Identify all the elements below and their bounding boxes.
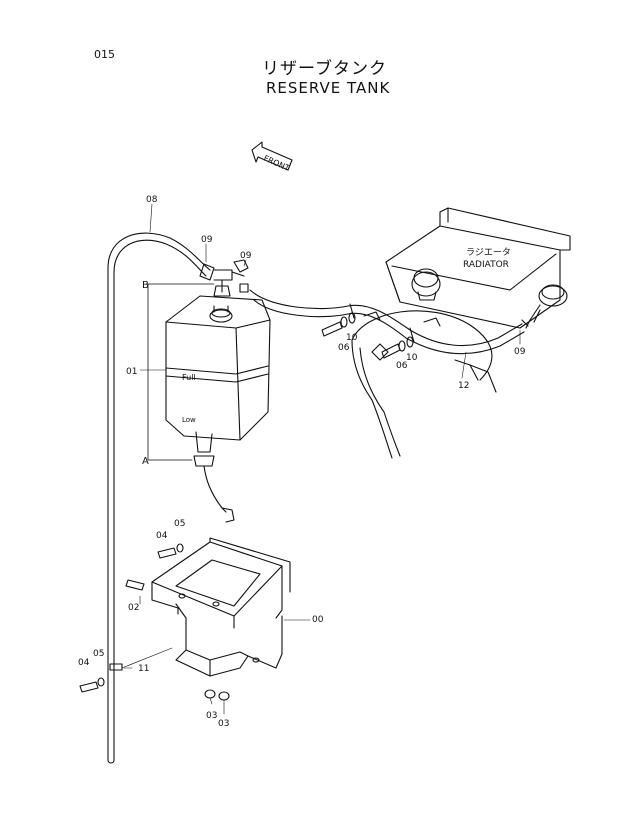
radiator-hose-12 [249, 289, 525, 355]
callout-04-a: 04 [156, 531, 168, 541]
callout-00: 00 [312, 615, 324, 625]
overflow-hose-08 [107, 232, 211, 764]
callout-05-b: 05 [93, 649, 104, 659]
front-arrow: FRONT [251, 141, 293, 173]
hose-clamps [321, 311, 441, 359]
callout-09-a: 09 [201, 235, 213, 245]
title-english: RESERVE TANK [266, 79, 391, 97]
bolts-and-washers [79, 543, 230, 701]
callout-03-b: 03 [218, 719, 229, 729]
callout-10-a: 10 [346, 333, 358, 343]
callout-03-a: 03 [206, 711, 217, 721]
title-japanese: リザーブタンク [262, 59, 387, 79]
callout-06-a: 06 [338, 343, 350, 353]
callout-leaders [121, 203, 521, 715]
radiator-label-en: RADIATOR [463, 260, 509, 270]
callout-04-b: 04 [78, 658, 90, 668]
hose-fittings-09 [199, 259, 249, 297]
callout-06-b: 06 [396, 361, 408, 371]
page-number: 015 [94, 48, 115, 61]
tank-bracket-00 [151, 537, 291, 677]
callout-08: 08 [146, 195, 158, 205]
reference-leaders [147, 283, 215, 461]
callout-01: 01 [126, 367, 137, 377]
callout-09-c: 09 [514, 347, 526, 357]
tank-low-mark: Low [182, 416, 196, 424]
callout-10-b: 10 [406, 353, 418, 363]
radiator [385, 207, 571, 329]
callout-02: 02 [128, 603, 139, 613]
callout-05-a: 05 [174, 519, 185, 529]
callout-09-b: 09 [240, 251, 252, 261]
ref-a: A [142, 456, 149, 467]
tank-full-mark: Full [182, 373, 196, 382]
callout-12: 12 [458, 381, 469, 391]
callout-11: 11 [138, 664, 149, 674]
callout-numbers: 08 09 09 01 10 06 10 06 12 09 04 05 02 0… [78, 195, 526, 729]
reserve-tank-01 [165, 295, 271, 523]
fan-shroud [351, 310, 497, 459]
ref-b: B [142, 280, 149, 291]
front-label: FRONT [262, 154, 291, 173]
radiator-label-jp: ラジエータ [466, 247, 511, 258]
